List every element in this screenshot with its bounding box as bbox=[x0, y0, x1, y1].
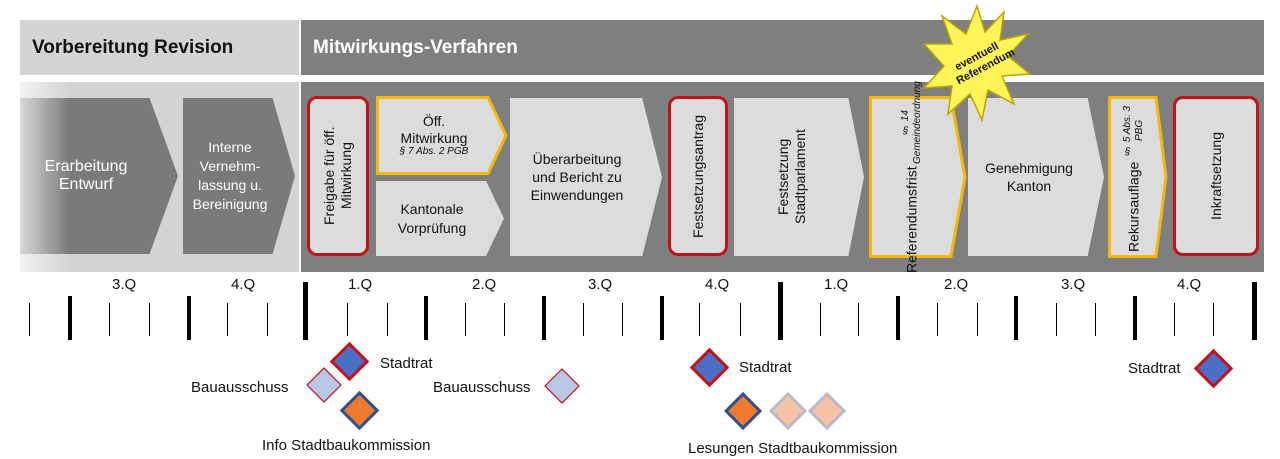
label-bauausschuss-2: Bauausschuss bbox=[433, 379, 531, 396]
timeline-tick bbox=[149, 303, 150, 336]
timeline-tick bbox=[1213, 303, 1214, 336]
label-lesungen-stadtbaukommission: Lesungen Stadtbaukommission bbox=[688, 440, 898, 457]
step-ueberarbeitung: Überarbeitung und Bericht zu Einwendunge… bbox=[510, 98, 662, 256]
timeline-tick bbox=[740, 303, 741, 336]
timeline-tick bbox=[820, 303, 821, 336]
label-info-stadtbaukommission: Info Stadtbaukommission bbox=[262, 437, 431, 454]
diamond-info-kommission bbox=[339, 390, 380, 431]
timeline-tick bbox=[1095, 303, 1096, 336]
header-vorbereitung: Vorbereitung Revision bbox=[20, 20, 299, 75]
step-oeff-mitwirkung-label: Öff. Mitwirkung bbox=[400, 112, 468, 146]
timeline-tick bbox=[542, 296, 546, 340]
timeline-tick bbox=[347, 303, 348, 336]
timeline-tick bbox=[1174, 303, 1175, 336]
timeline-tick bbox=[387, 303, 388, 336]
timeline-tick bbox=[1056, 303, 1057, 336]
timeline-tick bbox=[504, 303, 505, 336]
timeline-tick bbox=[583, 303, 584, 336]
step-freigabe: Freigabe für öff. Mitwirkung bbox=[307, 96, 369, 256]
label-bauausschuss-1: Bauausschuss bbox=[191, 379, 289, 396]
step-referendumsfrist-shape bbox=[869, 96, 967, 258]
quarter-label: 4.Q bbox=[705, 276, 730, 293]
diamond-lesung-1 bbox=[723, 391, 763, 431]
fade-left bbox=[0, 82, 70, 272]
diamond-stadtrat-1 bbox=[329, 341, 370, 382]
step-rekursauflage-shape bbox=[1108, 96, 1168, 258]
step-genehmigung-kanton: Genehmigung Kanton bbox=[968, 98, 1104, 256]
timeline-tick bbox=[858, 303, 859, 336]
timeline-tick bbox=[660, 296, 664, 340]
timeline-tick bbox=[977, 303, 978, 336]
step-ueberarbeitung-label: Überarbeitung und Bericht zu Einwendunge… bbox=[530, 150, 624, 204]
quarter-label: 3.Q bbox=[1061, 276, 1086, 293]
step-vernehmlassung-label: Interne Vernehm- lassung u. Bereinigung bbox=[192, 139, 268, 212]
timeline-tick bbox=[227, 303, 228, 336]
step-inkraftsetzung: Inkraftsetzung bbox=[1173, 96, 1259, 256]
header-mitwirkung: Mitwirkungs-Verfahren bbox=[301, 20, 1264, 75]
diamond-lesung-2 bbox=[768, 391, 808, 431]
header-vorbereitung-title: Vorbereitung Revision bbox=[32, 37, 234, 58]
step-oeff-mitwirkung-ref: § 7 Abs. 2 PGB bbox=[399, 146, 469, 158]
timeline-tick bbox=[29, 303, 30, 336]
timeline-tick bbox=[622, 303, 623, 336]
timeline-tick bbox=[424, 296, 428, 340]
quarter-label: 1.Q bbox=[348, 276, 373, 293]
label-stadtrat-3: Stadtrat bbox=[1128, 360, 1181, 377]
diamond-bauausschuss-1 bbox=[306, 367, 342, 403]
quarter-label: 2.Q bbox=[472, 276, 497, 293]
step-kantonale-vorpruefung-label: Kantonale Vorprüfung bbox=[397, 201, 467, 236]
timeline-tick bbox=[267, 303, 268, 336]
quarter-label: 1.Q bbox=[824, 276, 849, 293]
quarter-label: 3.Q bbox=[112, 276, 137, 293]
timeline-tick bbox=[465, 303, 466, 336]
timeline-tick bbox=[187, 296, 191, 340]
quarter-label: 4.Q bbox=[231, 276, 256, 293]
step-genehmigung-label: Genehmigung Kanton bbox=[985, 159, 1073, 194]
timeline-tick bbox=[109, 303, 110, 336]
header-mitwirkung-title: Mitwirkungs-Verfahren bbox=[313, 37, 518, 58]
step-oeff-mitwirkung: Öff. Mitwirkung § 7 Abs. 2 PGB bbox=[376, 96, 492, 175]
timeline-tick bbox=[1133, 296, 1137, 340]
step-festsetzungsantrag: Festsetzungsantrag bbox=[668, 96, 728, 256]
timeline-tick bbox=[303, 282, 308, 340]
timeline-tick bbox=[699, 303, 700, 336]
timeline-tick bbox=[937, 303, 938, 336]
diamond-lesung-3 bbox=[807, 391, 847, 431]
diamond-stadtrat-2 bbox=[689, 347, 730, 388]
step-interne-vernehmlassung: Interne Vernehm- lassung u. Bereinigung bbox=[183, 98, 295, 254]
timeline-tick bbox=[778, 282, 783, 340]
starburst-eventuell-referendum bbox=[922, 4, 1032, 123]
label-stadtrat-1: Stadtrat bbox=[380, 355, 433, 372]
quarter-label: 3.Q bbox=[588, 276, 613, 293]
quarter-label: 2.Q bbox=[944, 276, 969, 293]
step-kantonale-vorpruefung: Kantonale Vorprüfung bbox=[376, 181, 504, 256]
diamond-bauausschuss-2 bbox=[544, 368, 580, 404]
timeline-tick bbox=[1014, 296, 1018, 340]
step-oeff-mitwirkung-shape bbox=[376, 96, 508, 175]
step-festsetzung-stadtparlament: Festsetzung Stadtparlament bbox=[734, 98, 864, 256]
timeline-tick bbox=[68, 296, 72, 340]
timeline-tick bbox=[896, 296, 900, 340]
quarter-label: 4.Q bbox=[1177, 276, 1202, 293]
timeline-tick bbox=[1252, 282, 1257, 340]
diamond-stadtrat-3 bbox=[1193, 348, 1234, 389]
label-stadtrat-2: Stadtrat bbox=[739, 359, 792, 376]
